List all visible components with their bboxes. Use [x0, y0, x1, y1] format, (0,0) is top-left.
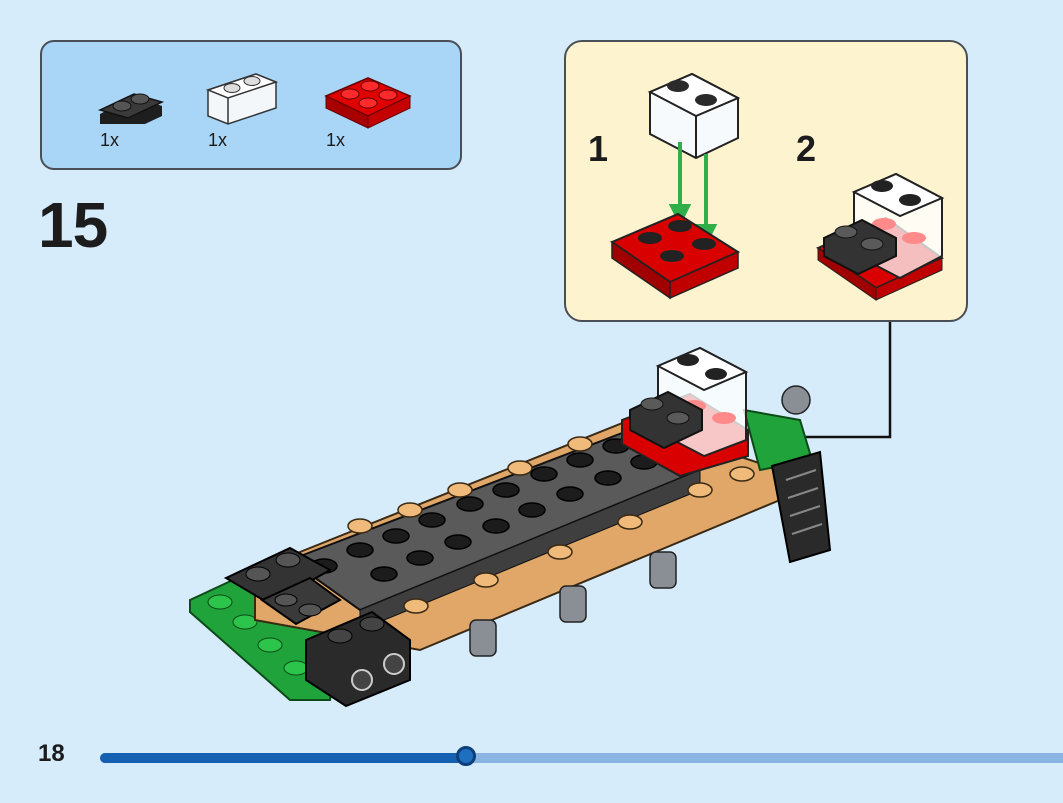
red-plate-2x2-icon: [324, 77, 412, 129]
part-item-clear-brick: [202, 54, 302, 154]
part-item-black-plate: [94, 54, 194, 154]
callout-illustration: [609, 72, 945, 301]
progress-bar: [100, 746, 1063, 766]
clear-brick-1x2-icon: [205, 73, 279, 125]
part-qty: 1x: [326, 130, 346, 150]
page-number: 18: [38, 740, 65, 767]
parts-list-box: 1x 1x 1x: [40, 40, 462, 170]
callout-connector-line: [772, 322, 892, 439]
part-qty: 1x: [208, 130, 228, 150]
part-qty: 1x: [100, 130, 120, 150]
tan-studs: [347, 436, 755, 614]
progress-knob: [456, 746, 476, 766]
axle-pins: [469, 385, 811, 657]
grille: [770, 450, 832, 564]
clear-brick-illustration: [647, 72, 741, 160]
substep-number-2: 2: [796, 128, 817, 169]
progress-bar-fill: [100, 753, 466, 763]
part-item-red-plate: [322, 54, 422, 154]
black-plate-1x2-rounded-icon: [97, 93, 165, 124]
red-plate-illustration: [609, 212, 741, 300]
subassembly-callout: 1 2: [564, 40, 968, 322]
step-number: 15: [38, 189, 108, 261]
assembled-subassembly-illustration: [815, 172, 945, 301]
substep-number-1: 1: [588, 128, 609, 169]
